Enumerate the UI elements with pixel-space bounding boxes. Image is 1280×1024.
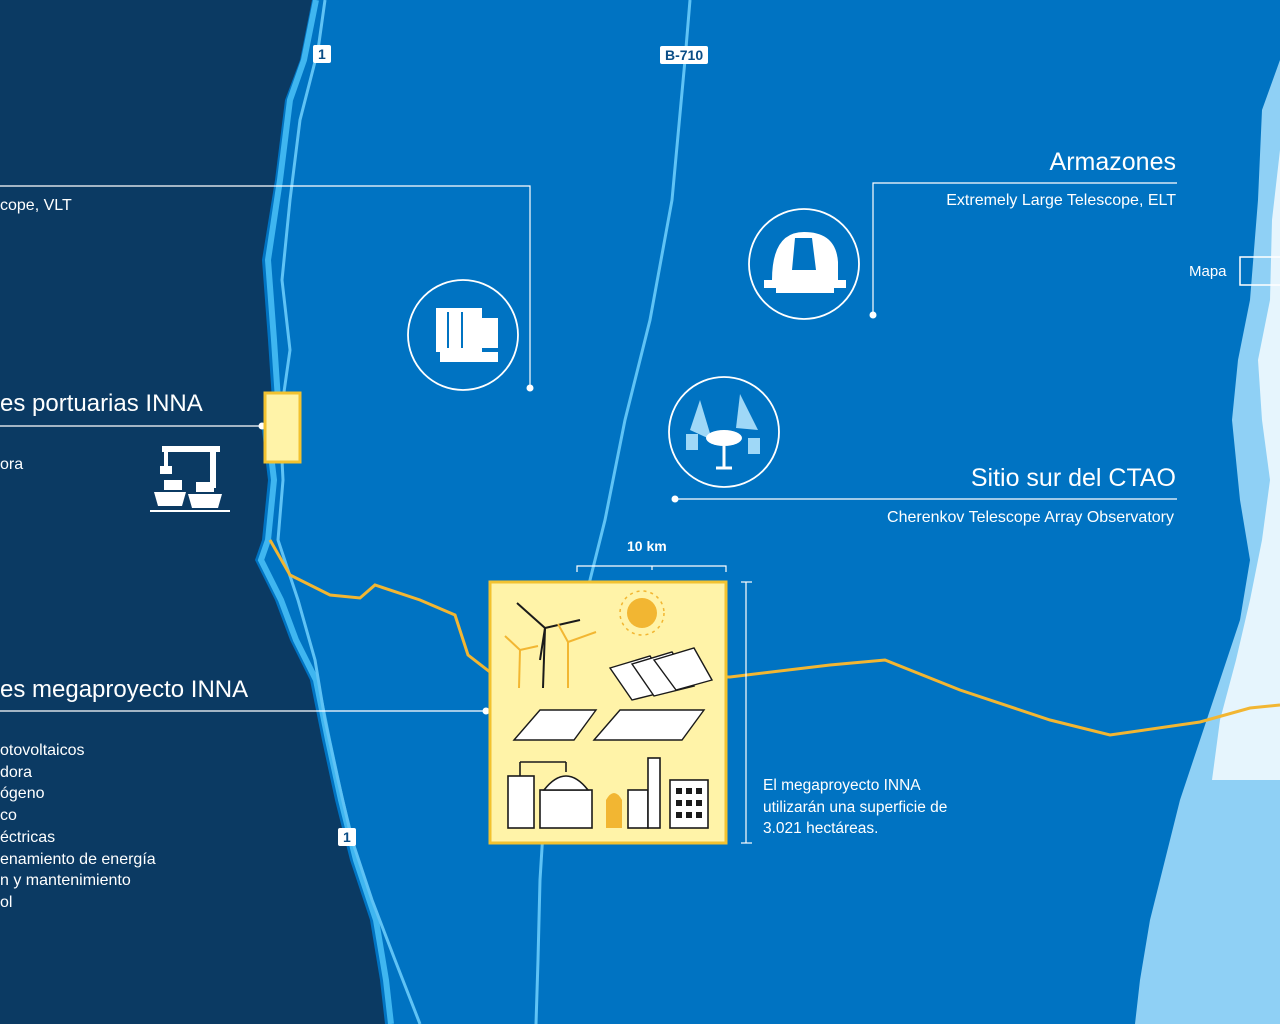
area-note-line: utilizarán una superficie de <box>763 798 948 816</box>
armazones-subtitle: Extremely Large Telescope, ELT <box>946 192 1176 209</box>
route-b710-line <box>534 0 692 1024</box>
wind-turbine-icon <box>516 602 581 689</box>
port-crane-ship-icon <box>150 446 230 512</box>
port-marker <box>263 391 302 464</box>
area-note-line: El megaproyecto INNA <box>763 777 921 794</box>
coastline <box>257 0 394 1024</box>
leader-dots <box>258 311 877 715</box>
mapa-label[interactable]: Mapa <box>1189 263 1227 280</box>
solar-panel-icon <box>608 647 714 701</box>
route-1-shield-bottom: 1 <box>338 828 356 846</box>
salar-area <box>1135 60 1280 1024</box>
pond-icon <box>512 709 706 741</box>
list-item: éctricas <box>0 828 56 846</box>
area-note-line: 3.021 hectáreas. <box>763 820 879 837</box>
mapa-box <box>1239 256 1280 286</box>
ctao-telescope-icon <box>668 376 780 488</box>
salar-light <box>1212 150 1280 780</box>
port-title: es portuarias INNA <box>0 390 203 417</box>
scale-label: 10 km <box>627 538 667 554</box>
list-item: co <box>0 807 17 825</box>
route-b710-label: B-710 <box>660 46 709 64</box>
list-item: dora <box>0 763 33 781</box>
leader-lines <box>0 182 1177 712</box>
armazones-title: Armazones <box>1049 148 1176 176</box>
port-subtitle: ora <box>0 456 24 473</box>
list-item: otovoltaicos <box>0 742 85 759</box>
sun-icon <box>619 590 665 636</box>
megaproject-title: es megaproyecto INNA <box>0 676 249 703</box>
factory-icon <box>606 757 709 829</box>
megaproject-panel <box>488 580 728 845</box>
list-item: ógeno <box>0 785 45 803</box>
megaproject-list: otovoltaicos dora ógeno co éctricas enam… <box>0 740 156 914</box>
ctao-subtitle: Cherenkov Telescope Array Observatory <box>887 509 1174 526</box>
list-item: n y mantenimiento <box>0 872 131 890</box>
route-1-line <box>276 0 422 1024</box>
vlt-telescope-icon <box>407 279 519 391</box>
vlt-subtitle: cope, VLT <box>0 197 72 214</box>
list-item: ol <box>0 893 13 911</box>
scale-bar <box>576 565 752 844</box>
hydrogen-plant-icon <box>507 761 593 829</box>
elt-telescope-icon <box>748 208 860 320</box>
ctao-title: Sitio sur del CTAO <box>970 464 1176 492</box>
list-item: enamiento de energía <box>0 850 156 868</box>
route-1-shield-top: 1 <box>313 45 331 63</box>
area-note: El megaproyecto INNA utilizarán una supe… <box>763 775 947 840</box>
